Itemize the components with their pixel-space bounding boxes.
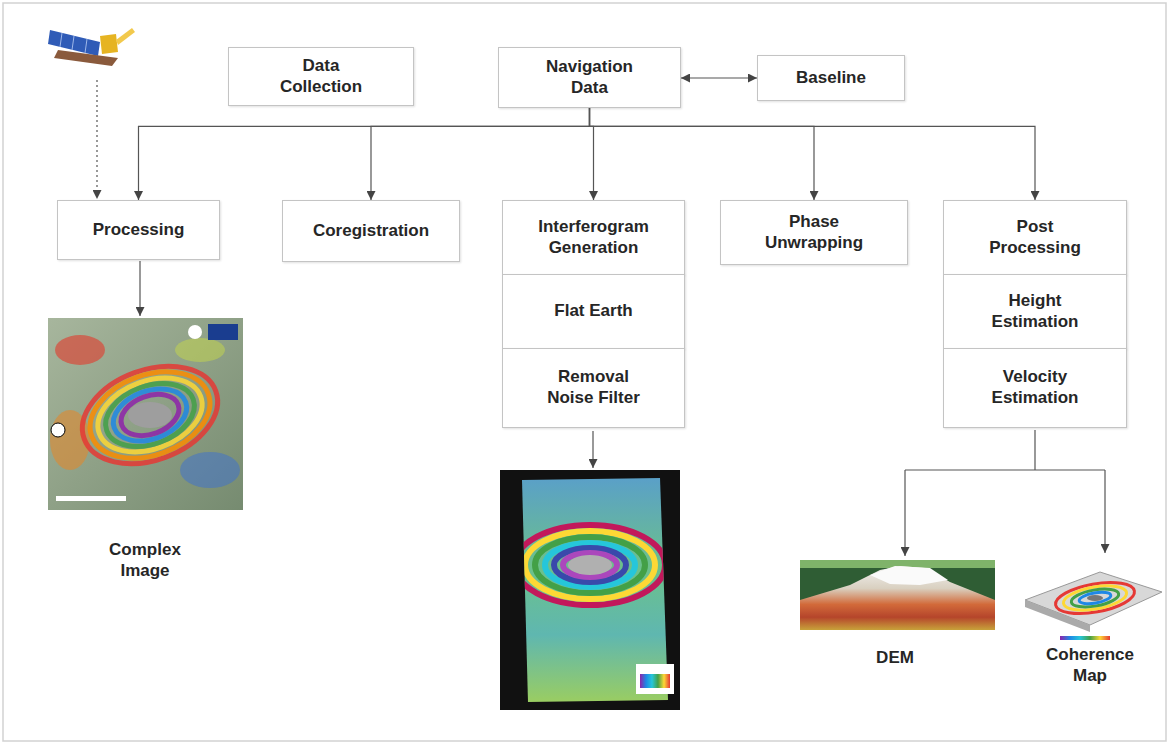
process-box: Removal Noise Filter — [502, 348, 685, 428]
box-text: Velocity Estimation — [980, 367, 1090, 408]
crater — [128, 402, 172, 428]
complex-image — [48, 318, 243, 510]
fringe — [97, 372, 203, 458]
phase-blotch — [175, 338, 225, 362]
box-text: Removal Noise Filter — [539, 367, 649, 408]
panel-grid — [72, 36, 74, 50]
dem-image — [800, 560, 995, 630]
phase-blotch — [180, 452, 240, 488]
fringe — [535, 537, 645, 593]
process-box: Data Collection — [228, 47, 414, 106]
interferogram-image — [500, 470, 680, 710]
satellite-icon — [48, 28, 135, 66]
surface-side — [1025, 600, 1090, 632]
panel-grid — [60, 33, 62, 47]
image-ground — [500, 470, 680, 710]
dem-ground — [800, 560, 995, 630]
coherence-image — [1025, 572, 1162, 640]
process-box: Interferogram Generation — [502, 200, 685, 275]
surface — [1025, 572, 1162, 625]
ring — [1078, 590, 1111, 605]
phase-blotch — [55, 335, 105, 365]
process-box: Height Estimation — [943, 274, 1127, 349]
north-arrow — [51, 423, 65, 437]
box-text: Navigation Data — [535, 57, 645, 98]
box-text: Post Processing — [980, 217, 1090, 258]
crater — [568, 555, 612, 575]
solar-panel — [48, 30, 100, 56]
fringe-rings — [515, 525, 665, 605]
box-text: Baseline — [796, 68, 866, 89]
box-text: Processing — [93, 220, 185, 241]
split-arrow — [905, 430, 1105, 556]
process-box: Phase Unwrapping — [720, 200, 908, 265]
image-arrow — [592, 431, 593, 468]
image-caption: Coherence Map — [1040, 645, 1140, 686]
scale-bar — [56, 496, 126, 501]
fringe — [115, 387, 184, 443]
connector-arrow — [371, 108, 590, 200]
dotted-arrow — [96, 80, 97, 199]
fringe — [69, 349, 231, 481]
ring — [1070, 586, 1120, 610]
box-text: Height Estimation — [980, 291, 1090, 332]
connector-arrow — [139, 108, 590, 200]
image-caption: DEM — [855, 648, 935, 669]
fringe — [525, 531, 655, 599]
satellite-body — [100, 34, 118, 54]
image-arrow — [904, 470, 905, 556]
colorbar-frame — [636, 664, 674, 694]
box-text: Data Collection — [266, 56, 376, 97]
fringe — [515, 525, 665, 605]
split-line — [905, 430, 1105, 470]
box-text: Interferogram Generation — [524, 217, 664, 258]
ring — [1062, 582, 1129, 615]
process-box: Processing — [57, 200, 220, 260]
process-box: Coregistration — [282, 200, 460, 262]
fringe — [106, 379, 194, 450]
image-arrow — [1104, 470, 1105, 553]
mountain — [800, 566, 995, 630]
box-text: Flat Earth — [554, 301, 632, 322]
process-box: Velocity Estimation — [943, 348, 1127, 428]
logo-circle — [188, 325, 202, 339]
box-text: Coregistration — [313, 221, 429, 242]
colorbar — [640, 674, 670, 688]
logo-box — [208, 324, 238, 340]
fringe — [563, 553, 617, 577]
image-arrow — [139, 261, 140, 316]
fringe — [554, 548, 626, 582]
fringe — [545, 543, 635, 587]
connector-arrow — [590, 108, 1036, 200]
colorbar — [1060, 636, 1110, 640]
fringe — [88, 365, 213, 466]
process-box: Navigation Data — [498, 47, 681, 108]
process-box: Post Processing — [943, 200, 1127, 275]
image-caption: Complex Image — [95, 540, 195, 581]
coherence-rings — [1053, 577, 1137, 618]
fringe — [78, 356, 222, 474]
terrain-ground — [48, 318, 243, 510]
snow-cap — [870, 566, 948, 585]
ring — [1053, 577, 1137, 618]
outer-frame — [3, 3, 1166, 741]
satellite-antenna — [116, 28, 135, 45]
connector-arrow — [590, 108, 815, 200]
process-box: Flat Earth — [502, 274, 685, 349]
box-text: Phase Unwrapping — [759, 212, 869, 253]
connector-arrow — [681, 77, 757, 78]
panel-grid — [85, 39, 87, 53]
process-box: Baseline — [757, 55, 905, 101]
crater — [1087, 595, 1103, 601]
fringe-rings — [69, 349, 231, 481]
satellite-base — [54, 50, 118, 66]
